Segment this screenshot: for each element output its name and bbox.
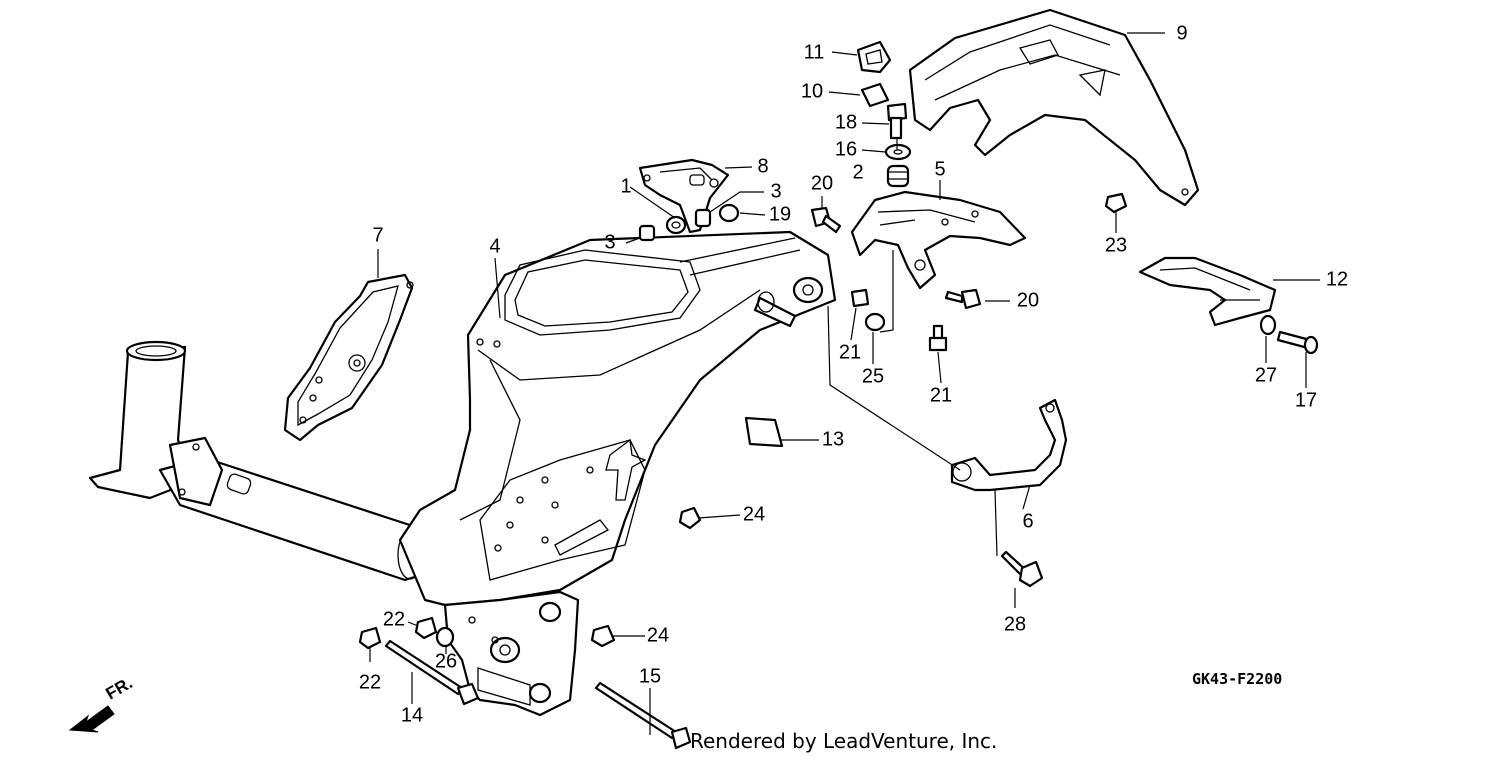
callout-12: 12 [1326,268,1348,290]
callout-7: 7 [372,224,383,246]
part-3-clip-lower[interactable] [638,224,656,242]
callout-24-lower: 24 [647,624,669,646]
callout-1: 1 [620,175,631,197]
part-10-clip-nut[interactable] [860,82,890,108]
part-1-grommet[interactable] [665,215,687,235]
callout-18: 18 [835,111,857,133]
callout-13: 13 [822,428,844,450]
callout-16: 16 [835,138,857,160]
part-22-nut-a[interactable] [414,616,438,640]
front-label: FR. [103,673,136,703]
part-14-bolt[interactable] [384,639,480,706]
part-23-nut[interactable] [1104,192,1128,214]
callout-26: 26 [435,650,457,672]
part-20-bolt-right[interactable] [944,288,982,310]
part-19-bolt[interactable] [718,203,740,223]
callout-28: 28 [1004,613,1026,635]
arrow-icon [68,705,115,733]
part-9-rear-fender[interactable] [908,8,1200,207]
callout-27: 27 [1255,364,1277,386]
callout-2: 2 [852,161,863,183]
callout-20-right: 20 [1017,289,1039,311]
part-26-nut[interactable] [435,626,455,648]
part-7-bracket-plate[interactable] [283,273,414,442]
callout-3-upper: 3 [770,180,781,202]
callout-21-left: 21 [839,341,861,363]
callout-5: 5 [934,158,945,180]
part-15-bolt[interactable] [594,681,692,750]
callout-21-right: 21 [930,384,952,406]
part-25-nut[interactable] [864,312,886,332]
part-18-bolt[interactable] [886,102,908,140]
part-12-cover[interactable] [1138,256,1277,327]
callout-20-upper: 20 [811,172,833,194]
front-direction-arrow: FR. [68,673,136,733]
part-5-rear-bracket[interactable] [850,190,1027,290]
callout-25: 25 [862,365,884,387]
callout-23: 23 [1105,234,1127,256]
callout-22-lower: 22 [359,671,381,693]
callout-24-upper: 24 [743,503,765,525]
callout-labels: 1 2 3 3 4 5 6 7 8 9 10 11 12 13 14 15 16… [359,22,1348,726]
credit-text: Rendered by LeadVenture, Inc. [690,729,997,753]
part-11-clip[interactable] [856,40,892,74]
callout-8: 8 [757,155,768,177]
callout-22-upper: 22 [383,608,405,630]
callout-4: 4 [489,235,500,257]
callout-6: 6 [1022,510,1033,532]
part-20-bolt-upper[interactable] [810,206,842,234]
part-13-label[interactable] [744,416,784,448]
callout-11: 11 [804,41,825,63]
part-28-bolt[interactable] [1000,550,1044,588]
callout-9: 9 [1176,22,1187,44]
part-8-bracket[interactable] [638,158,730,234]
part-3-clip-upper[interactable] [694,208,712,228]
part-24-nut-lower[interactable] [590,624,616,648]
callout-10: 10 [801,80,823,102]
callout-14: 14 [401,704,423,726]
part-16-washer[interactable] [884,143,912,161]
callout-17: 17 [1295,389,1317,411]
part-6-stay[interactable] [950,398,1068,492]
diagram-code: GK43-F2200 [1192,670,1282,688]
callout-15: 15 [639,665,661,687]
part-22-nut-b[interactable] [358,626,382,650]
leader-lines [369,32,1320,735]
callout-19: 19 [769,203,791,225]
part-17-bolt[interactable] [1276,330,1319,355]
part-2-grommet[interactable] [886,164,910,188]
frame-body-part[interactable] [88,230,837,717]
part-21-bolt-right[interactable] [928,324,948,352]
part-24-nut-upper[interactable] [678,506,702,530]
callout-3-lower: 3 [604,231,615,253]
part-21-bolt-left[interactable] [850,288,870,308]
part-27-washer[interactable] [1259,314,1277,336]
